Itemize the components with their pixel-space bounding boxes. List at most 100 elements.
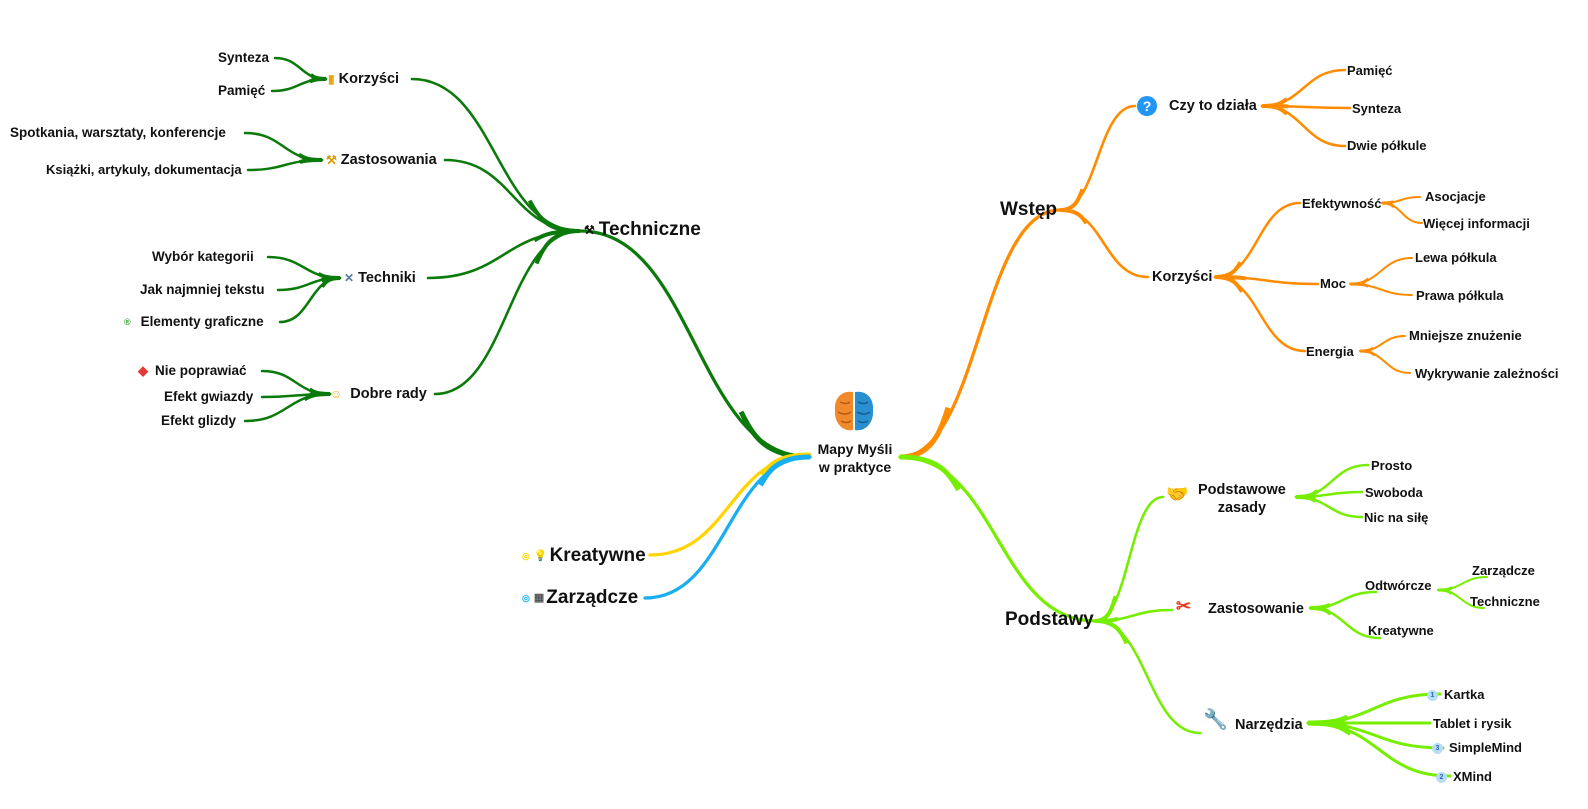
connector-line (1306, 721, 1452, 778)
connector-taper (1349, 282, 1370, 288)
topic-zarzadcze[interactable]: ◎▦Zarządcze (522, 587, 638, 609)
central-topic-line1: Mapy Myśli (817, 441, 893, 457)
leaf-tablet-i-rysik[interactable]: Tablet i rysik (1433, 716, 1512, 731)
connector-line (1213, 201, 1302, 279)
topic-korzysci-left[interactable]: ▮Korzyści (328, 71, 399, 87)
topic-label: Zarządcze (546, 587, 639, 609)
connector-taper (738, 410, 811, 460)
leaf-mniejsze-znuzenie[interactable]: Mniejsze znużenie (1409, 328, 1522, 343)
topic-zastosowania[interactable]: ⚒Zastosowania (326, 152, 437, 168)
leaf-wybor-kategorii[interactable]: Wybór kategorii (152, 249, 254, 264)
leaf-nie-poprawiac[interactable]: ◆ Nie poprawiać (138, 363, 247, 379)
topic-podstawy[interactable]: Podstawy (1005, 609, 1094, 630)
hammer-icon: ⚒ (326, 153, 337, 168)
connector-taper (1094, 619, 1129, 645)
topic-czy-to-dziala[interactable]: ?Czy to działa (1137, 96, 1257, 116)
topic-label: Zastosowania (340, 152, 437, 168)
connector-taper (299, 158, 323, 164)
topic-label: Techniczne (598, 219, 701, 241)
connector-line (1260, 104, 1347, 148)
topic-techniczne[interactable]: ⚒Techniczne (584, 219, 701, 241)
topic-podstawowe-zasady[interactable]: Podstawowe zasady (1198, 481, 1286, 517)
leaf-spotkania[interactable]: Spotkania, warsztaty, konferencje (10, 125, 226, 140)
leaf-dwie-polkule[interactable]: Dwie półkule (1347, 138, 1427, 153)
collapse-icon[interactable]: ◎ (522, 593, 530, 603)
topic-energia[interactable]: Energia (1306, 344, 1354, 359)
connector-taper (1059, 188, 1085, 212)
brain-icon (834, 391, 874, 431)
leaf-ksiazki[interactable]: Książki, artykuly, dokumentacja (46, 162, 242, 177)
leaf-efekt-gwiazdy[interactable]: Efekt gwiazdy (164, 389, 254, 404)
connector-taper (320, 276, 341, 288)
leaf-zarzadcze[interactable]: Zarządcze (1472, 563, 1535, 578)
connector-line (1093, 619, 1202, 735)
connector-line (410, 77, 582, 233)
leaf-label: SimpleMind (1449, 740, 1522, 755)
leaf-jak-najmniej-tekstu[interactable]: Jak najmniej tekstu (140, 282, 265, 297)
presentation-icon: ▦ (533, 592, 545, 604)
connector-line (1294, 495, 1364, 519)
connector-line (273, 56, 328, 81)
warning-icon: ◆ (138, 363, 148, 379)
topic-zastosowanie[interactable]: Zastosowanie (1208, 601, 1304, 617)
leaf-label: Elementy graficzne (140, 314, 264, 329)
connector-taper (899, 406, 951, 460)
connector-taper (1307, 720, 1353, 736)
connector-taper (1381, 201, 1396, 209)
topic-label-line1: Podstawowe (1198, 482, 1286, 498)
topic-korzysci-right[interactable]: Korzyści (1152, 269, 1213, 285)
priority-2-icon: 2 (1436, 772, 1447, 784)
leaf-synteza-right[interactable]: Synteza (1352, 101, 1402, 116)
topic-techniki[interactable]: ✕Techniki (344, 270, 416, 286)
leaf-efekt-glizdy[interactable]: Efekt glizdy (161, 413, 237, 428)
connector-line (898, 455, 1097, 623)
leaf-label: Kartka (1444, 687, 1485, 702)
leaf-elementy-graficzne[interactable]: ® Elementy graficzne (124, 314, 264, 330)
leaf-prosto[interactable]: Prosto (1371, 458, 1413, 473)
leaf-prawa-polkula[interactable]: Prawa półkula (1416, 288, 1504, 303)
leaf-nic-na-sile[interactable]: Nic na siłę (1364, 510, 1429, 525)
leaf-pamiec-right[interactable]: Pamięć (1347, 63, 1393, 78)
topic-efektywnosc[interactable]: Efektywność (1302, 196, 1382, 211)
central-topic-line2: w praktyce (818, 459, 892, 475)
topic-odtworcze[interactable]: Odtwórcze (1365, 578, 1432, 593)
leaf-wiecej-informacji[interactable]: Więcej informacji (1423, 216, 1530, 231)
connector-line (1381, 202, 1423, 224)
connector-taper (1309, 606, 1333, 616)
leaf-asocjacje[interactable]: Asocjacje (1425, 189, 1486, 204)
leaf-techniczne[interactable]: Techniczne (1470, 594, 1540, 609)
leaf-swoboda[interactable]: Swoboda (1365, 485, 1423, 500)
topic-label: Kreatywne (549, 545, 646, 567)
circle-r-icon: ® (124, 317, 131, 328)
wrench-screwdriver-icon: 🔧 (1203, 709, 1228, 731)
connector-line (648, 453, 812, 557)
topic-label: Korzyści (338, 71, 400, 87)
connector-line (1359, 335, 1406, 352)
leaf-lewa-polkula[interactable]: Lewa półkula (1415, 250, 1497, 265)
topic-narzedzia[interactable]: Narzędzia (1235, 717, 1303, 733)
central-topic[interactable]: Mapy Myśli w praktyce (812, 440, 898, 476)
leaf-synteza[interactable]: Synteza (218, 50, 270, 65)
connector-taper (1295, 495, 1317, 503)
leaf-pamiec[interactable]: Pamięć (218, 83, 266, 98)
topic-moc[interactable]: Moc (1320, 276, 1346, 291)
connector-taper (1437, 588, 1453, 595)
connector-taper (899, 454, 961, 492)
leaf-wykrywanie-zaleznosci[interactable]: Wykrywanie zależności (1415, 366, 1559, 381)
leaf-label: Nie poprawiać (155, 363, 247, 378)
connector-taper (308, 77, 327, 84)
connector-line (443, 158, 582, 233)
topic-kreatywne[interactable]: ◎💡Kreatywne (522, 545, 646, 567)
collapse-icon[interactable]: ◎ (522, 551, 530, 561)
connector-line (1306, 692, 1442, 725)
topic-wstep[interactable]: Wstęp (1000, 199, 1057, 220)
topic-label-line2: zasady (1217, 500, 1267, 516)
topic-label: Czy to działa (1169, 97, 1257, 114)
leaf-kreatywne[interactable]: Kreatywne (1368, 623, 1434, 638)
topic-label: Dobre rady (350, 386, 427, 402)
topic-dobre-rady[interactable]: ☺Dobre rady (330, 386, 427, 402)
